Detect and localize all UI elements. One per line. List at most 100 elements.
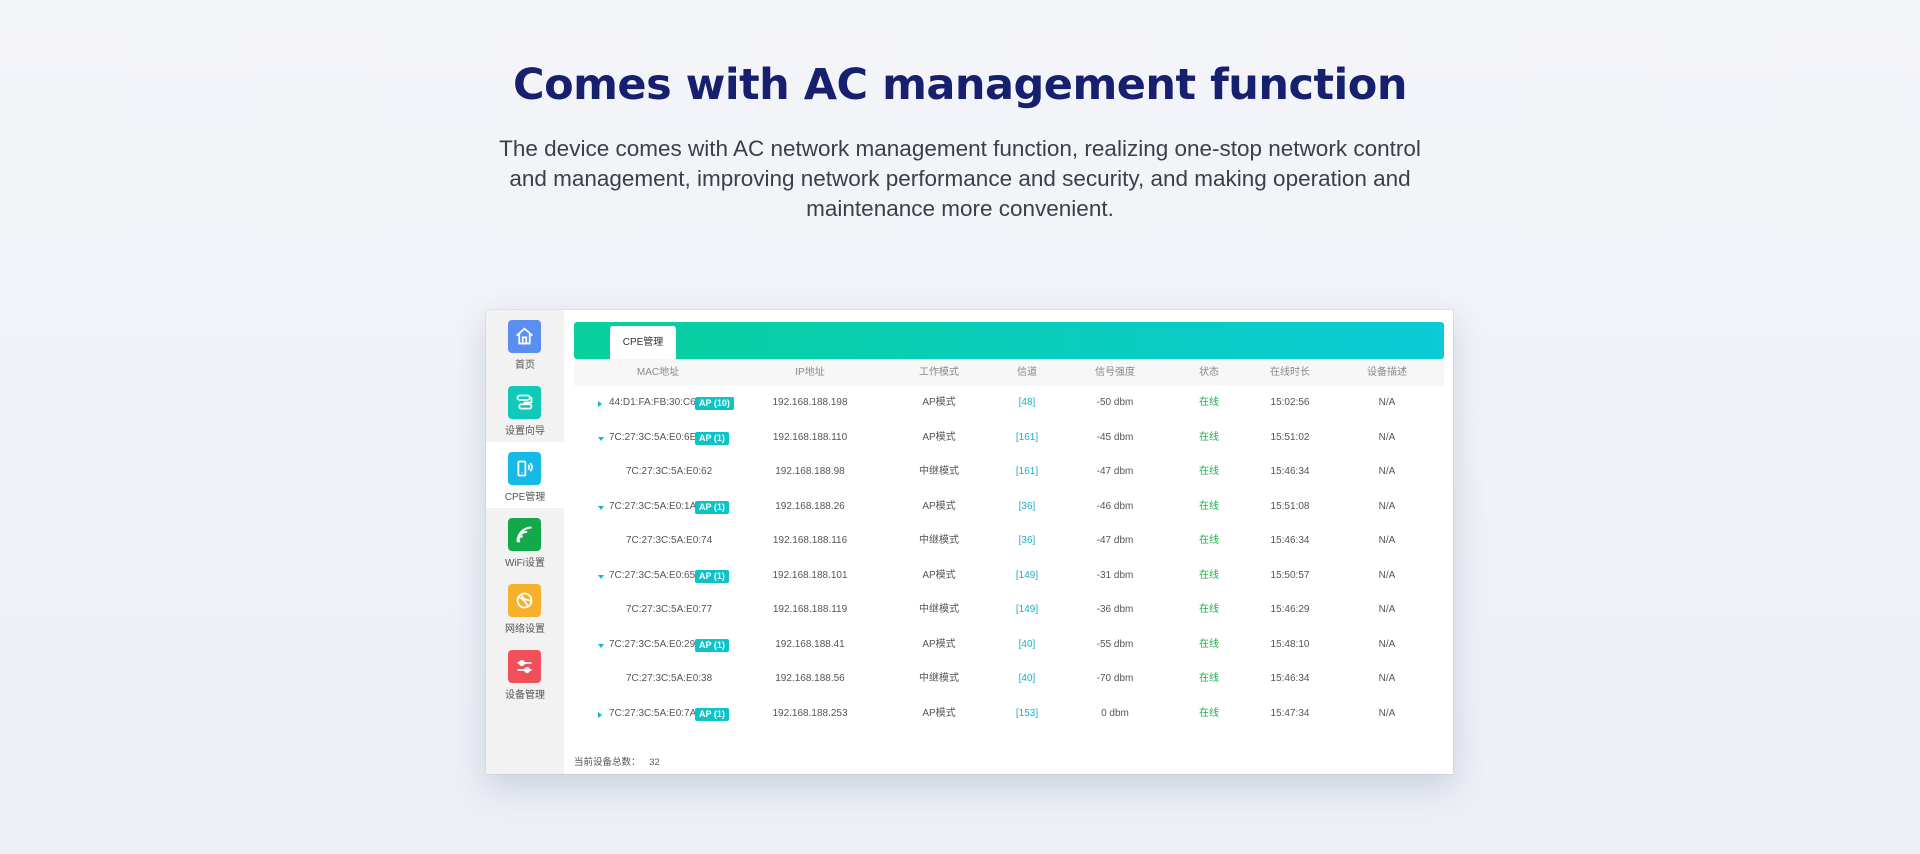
uptime-cell: 15:51:02 [1270, 431, 1310, 443]
description-cell: N/A [1378, 638, 1396, 650]
column-header[interactable]: 信道 [1017, 367, 1037, 378]
expand-icon[interactable] [598, 401, 602, 407]
column-header[interactable]: 设备描述 [1367, 367, 1407, 378]
description-cell: N/A [1378, 397, 1396, 408]
sidebar-item-network[interactable]: 网络设置 [486, 574, 564, 640]
mac-cell: 7C:27:3C:5A:E0:38 [626, 673, 713, 684]
uptime-cell: 15:50:57 [1270, 569, 1310, 581]
sidebar: 首页设置向导 CPE管理 WiFi设置网络设置设备管理 [486, 310, 564, 774]
channel-cell: [36] [1018, 500, 1036, 512]
mode-cell: AP模式 [922, 397, 956, 408]
status-cell: 在线 [1199, 535, 1219, 546]
uptime-cell: 15:02:56 [1270, 397, 1310, 408]
ip-cell: 192.168.188.119 [772, 604, 848, 615]
signal-cell: -31 dbm [1096, 569, 1134, 581]
channel-cell: [149] [1015, 569, 1039, 581]
signal-cell: -55 dbm [1096, 638, 1134, 650]
description-cell: N/A [1378, 569, 1396, 581]
network-icon [508, 584, 541, 617]
status-cell: 在线 [1199, 673, 1219, 684]
sidebar-item-label: WiFi设置 [505, 558, 545, 569]
sidebar-item-label: CPE管理 [504, 492, 546, 503]
ap-count-badge: AP (1) [695, 707, 729, 721]
column-header[interactable]: 状态 [1199, 367, 1219, 378]
hero-title: Comes with AC management function [513, 60, 1407, 110]
sidebar-item-wizard[interactable]: 设置向导 [486, 376, 564, 442]
mode-cell: AP模式 [922, 431, 956, 443]
ip-cell: 192.168.188.110 [772, 431, 848, 443]
description-cell: N/A [1378, 604, 1396, 615]
mac-cell: 7C:27:3C:5A:E0:1A [609, 500, 697, 512]
collapse-icon[interactable] [598, 574, 604, 579]
ip-cell: 192.168.188.116 [772, 535, 848, 546]
channel-cell: [48] [1018, 397, 1036, 408]
collapse-icon[interactable] [598, 505, 604, 510]
collapse-icon[interactable] [598, 643, 604, 648]
device-settings-icon [508, 650, 541, 683]
sidebar-item-label: 设置向导 [505, 426, 545, 437]
mode-cell: AP模式 [922, 500, 956, 512]
sidebar-item-label: 设备管理 [505, 690, 545, 701]
ap-count-badge: AP (1) [695, 500, 729, 514]
channel-cell: [161] [1015, 466, 1039, 477]
ip-cell: 192.168.188.98 [775, 466, 845, 477]
mode-cell: AP模式 [922, 707, 956, 719]
channel-cell: [36] [1018, 535, 1036, 546]
mode-cell: AP模式 [922, 569, 956, 581]
ap-count-badge: AP (1) [695, 638, 729, 652]
channel-cell: [161] [1015, 431, 1039, 443]
column-header[interactable]: 信号强度 [1095, 367, 1135, 378]
expand-icon[interactable] [598, 711, 602, 718]
sidebar-item-label: 首页 [515, 360, 535, 371]
ap-count-badge: AP (10) [695, 397, 734, 410]
status-cell: 在线 [1199, 500, 1219, 512]
mac-cell: 7C:27:3C:5A:E0:29 [609, 638, 696, 650]
column-header[interactable]: IP地址 [795, 367, 825, 378]
sidebar-item-home[interactable]: 首页 [486, 310, 564, 376]
column-header[interactable]: 在线时长 [1270, 367, 1310, 378]
ip-cell: 192.168.188.41 [775, 638, 845, 650]
column-header[interactable]: 工作模式 [919, 367, 959, 378]
channel-cell: [40] [1018, 673, 1036, 684]
wifi-icon [508, 518, 541, 551]
mac-cell: 7C:27:3C:5A:E0:7A [609, 707, 697, 719]
description-cell: N/A [1378, 431, 1396, 443]
signal-cell: -50 dbm [1096, 397, 1134, 408]
signal-cell: 0 dbm [1101, 707, 1129, 719]
sidebar-item-cpe[interactable]: CPE管理 [486, 442, 564, 508]
sidebar-item-wifi[interactable]: WiFi设置 [486, 508, 564, 574]
description-cell: N/A [1378, 673, 1396, 684]
uptime-cell: 15:47:34 [1270, 707, 1310, 719]
description-cell: N/A [1378, 500, 1396, 512]
tab-bar: CPE管理 [574, 322, 1444, 359]
description-cell: N/A [1378, 535, 1396, 546]
device-total-label: 当前设备总数： [574, 757, 641, 768]
ip-cell: 192.168.188.253 [772, 707, 848, 719]
ap-count-badge: AP (1) [695, 569, 729, 583]
ip-cell: 192.168.188.56 [775, 673, 845, 684]
device-total-value: 32 [649, 757, 660, 768]
signal-cell: -36 dbm [1096, 604, 1134, 615]
status-cell: 在线 [1199, 466, 1219, 477]
sidebar-item-device-settings[interactable]: 设备管理 [486, 640, 564, 706]
column-header[interactable]: MAC地址 [636, 367, 680, 378]
tab-cpe-management[interactable]: CPE管理 [610, 326, 676, 359]
signal-cell: -47 dbm [1096, 535, 1134, 546]
collapse-icon[interactable] [598, 436, 604, 441]
ip-cell: 192.168.188.101 [772, 569, 848, 581]
hero-description: The device comes with AC network managem… [499, 136, 1421, 221]
channel-cell: [153] [1015, 707, 1039, 719]
status-cell: 在线 [1199, 638, 1219, 650]
home-icon [508, 320, 541, 353]
uptime-cell: 15:48:10 [1270, 638, 1310, 650]
